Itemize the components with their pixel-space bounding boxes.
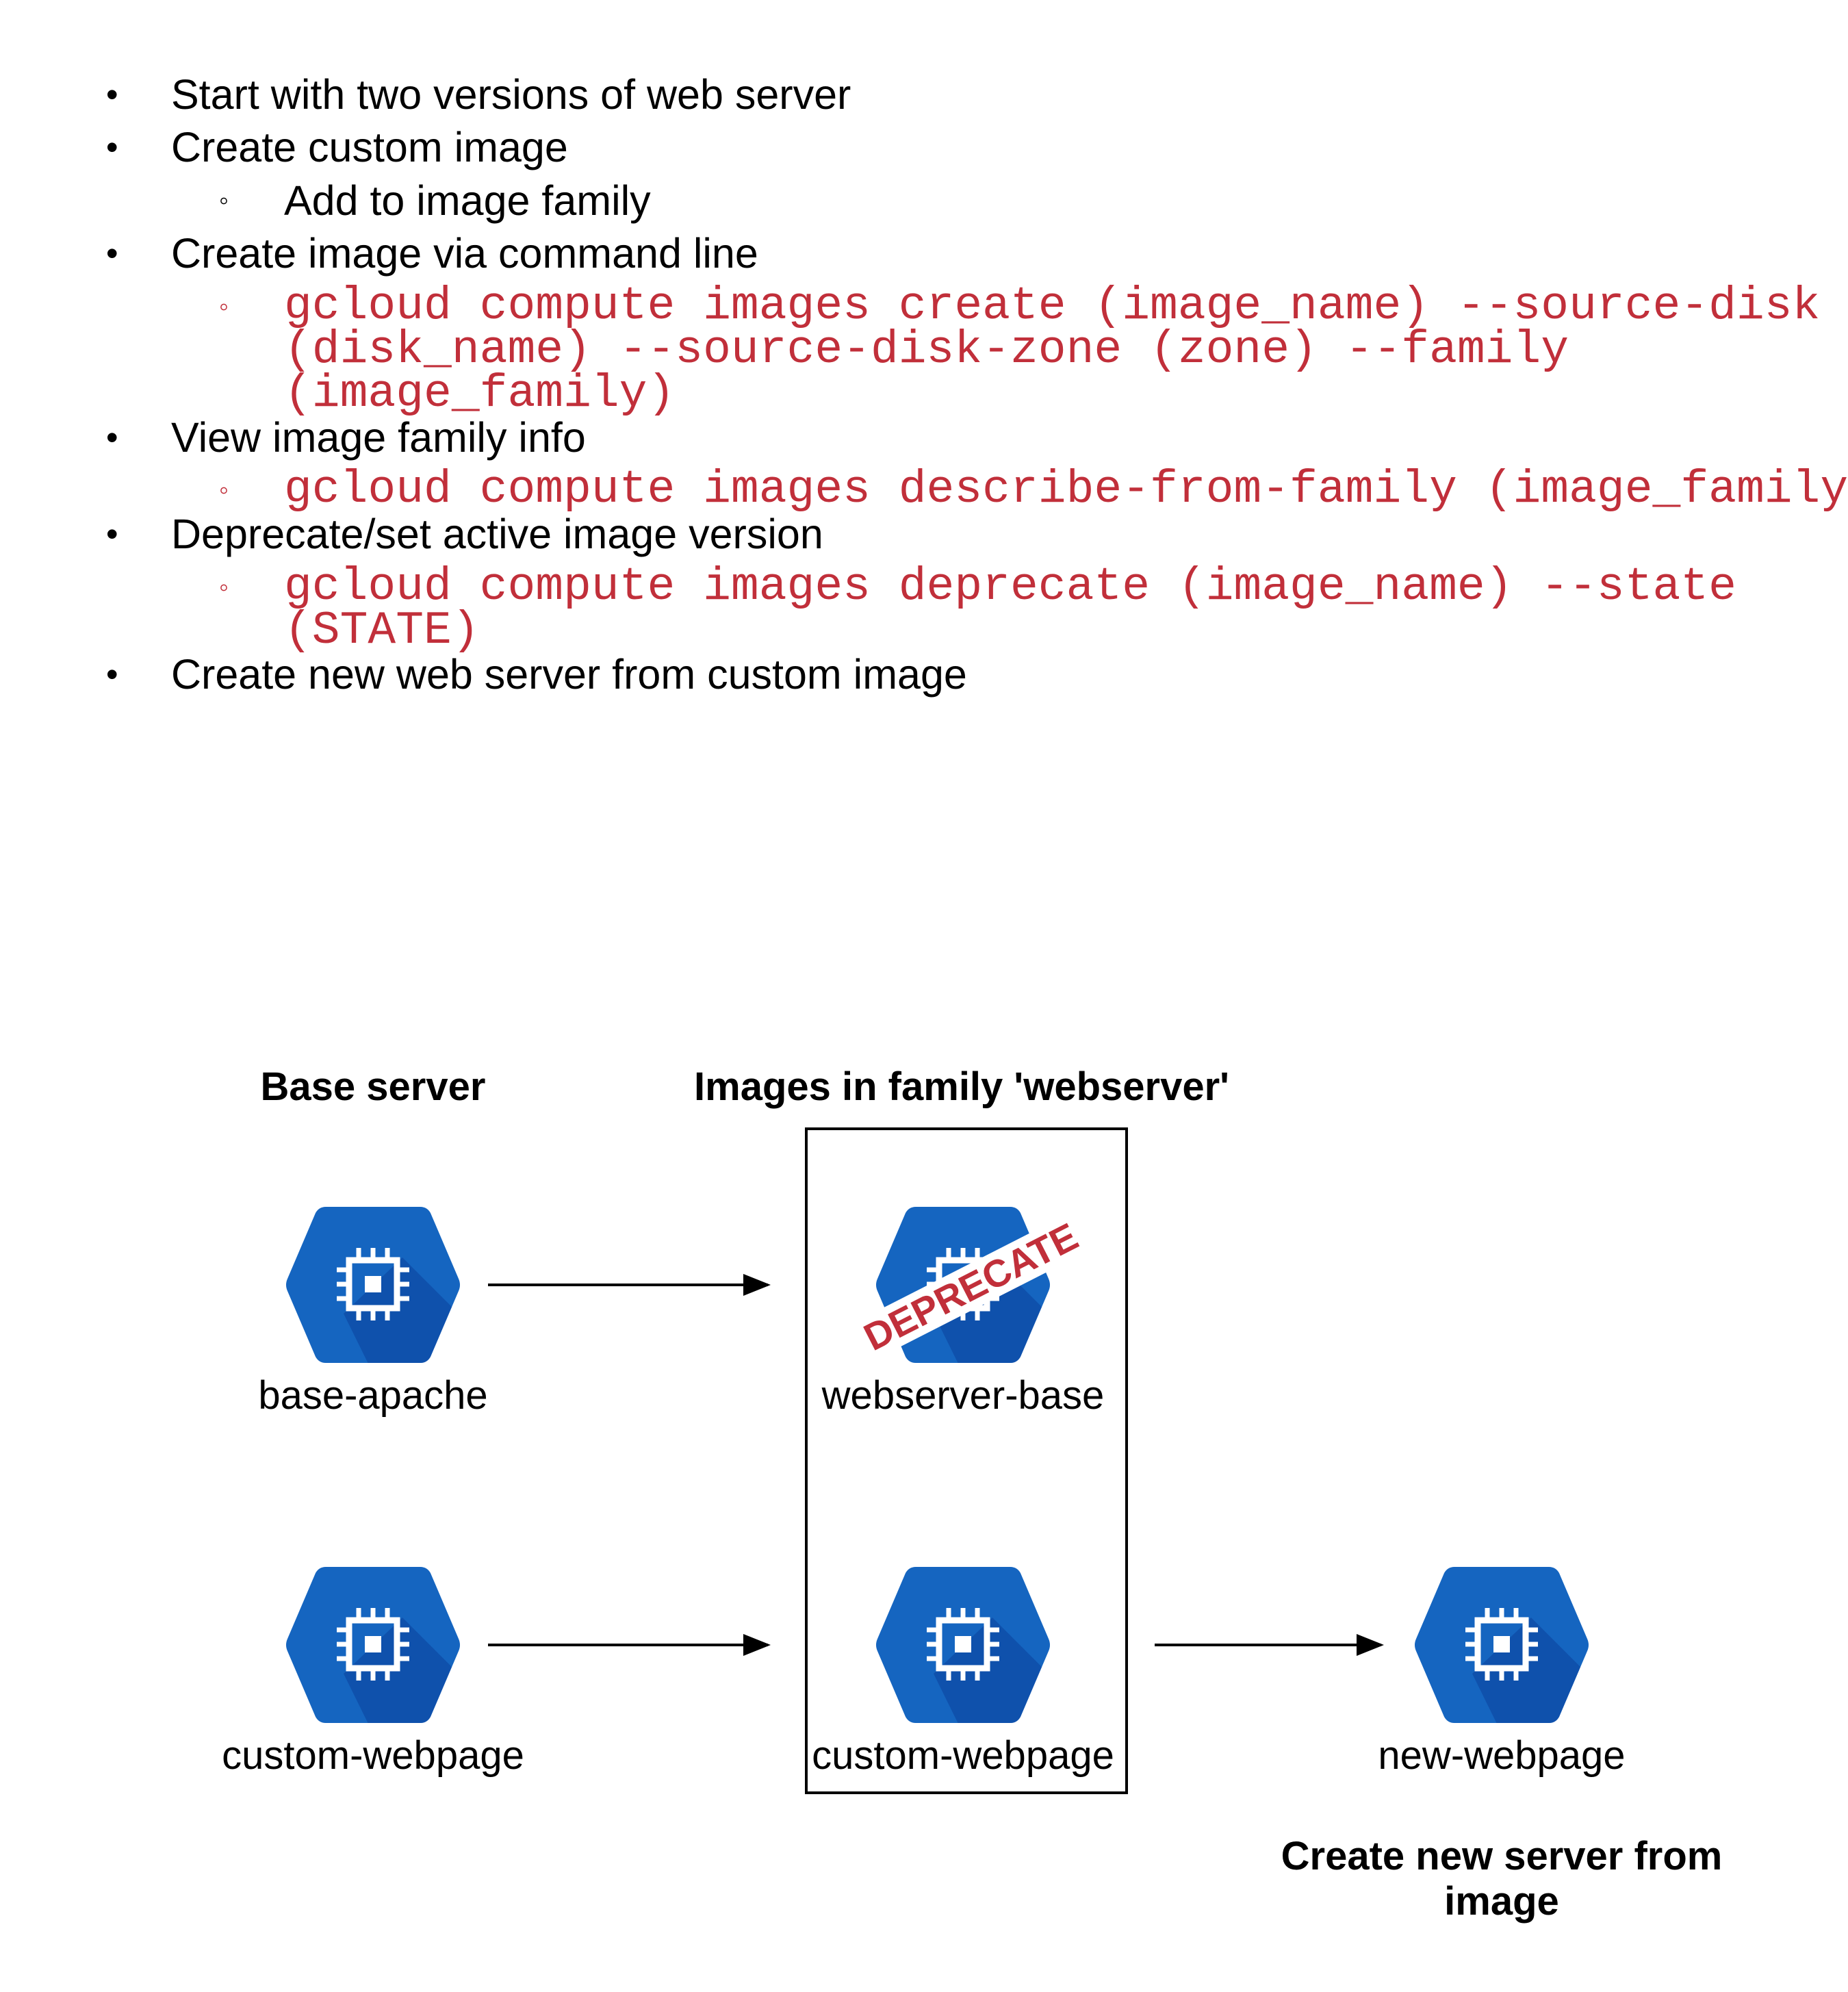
sub-bullet-icon: ◦ xyxy=(219,475,229,505)
code-line: gcloud compute images describe-from-fami… xyxy=(284,463,1848,516)
list-item-text: View image family info xyxy=(171,414,586,461)
sub-bullet-icon: ◦ xyxy=(219,292,229,322)
list-item-text: Create new web server from custom image xyxy=(171,651,967,698)
list-item-text: Create custom image xyxy=(171,124,568,170)
compute-engine-icon xyxy=(281,1563,465,1727)
bullet-icon: • xyxy=(106,655,118,693)
create-new-heading-line2: image xyxy=(1444,1879,1559,1924)
code-line: (STATE) xyxy=(284,604,480,657)
bullet-icon: • xyxy=(106,515,118,553)
image-family-box xyxy=(805,1127,1128,1794)
create-new-heading-line1: Create new server from xyxy=(1281,1834,1723,1878)
code-line: (image_family) xyxy=(284,368,676,420)
code-line: gcloud compute images deprecate (image_n… xyxy=(284,561,1736,613)
compute-engine-icon xyxy=(871,1563,1055,1727)
sub-list-item-text: Add to image family xyxy=(284,177,651,224)
code-line: (disk_name) --source-disk-zone (zone) --… xyxy=(284,324,1569,376)
bullet-icon: • xyxy=(106,75,118,114)
custom-webpage-server-label: custom-webpage xyxy=(222,1733,524,1778)
sub-bullet-icon: ◦ xyxy=(219,572,229,602)
base-server-heading: Base server xyxy=(260,1064,486,1109)
code-line: gcloud compute images create (image_name… xyxy=(284,280,1821,333)
compute-engine-icon xyxy=(1409,1563,1594,1727)
sub-bullet-icon: ◦ xyxy=(219,186,229,216)
list-item-text: Create image via command line xyxy=(171,230,758,277)
bullet-icon: • xyxy=(106,418,118,457)
webserver-base-label: webserver-base xyxy=(821,1373,1105,1418)
family-heading: Images in family 'webserver' xyxy=(694,1064,1229,1109)
list-item-text: Start with two versions of web server xyxy=(171,71,851,118)
bullet-icon: • xyxy=(106,234,118,272)
base-apache-label: base-apache xyxy=(258,1373,488,1418)
list-item-text: Deprecate/set active image version xyxy=(171,511,823,557)
compute-engine-icon xyxy=(281,1203,465,1367)
new-webpage-label: new-webpage xyxy=(1378,1733,1626,1778)
custom-webpage-image-label: custom-webpage xyxy=(812,1733,1114,1778)
bullet-icon: • xyxy=(106,128,118,166)
